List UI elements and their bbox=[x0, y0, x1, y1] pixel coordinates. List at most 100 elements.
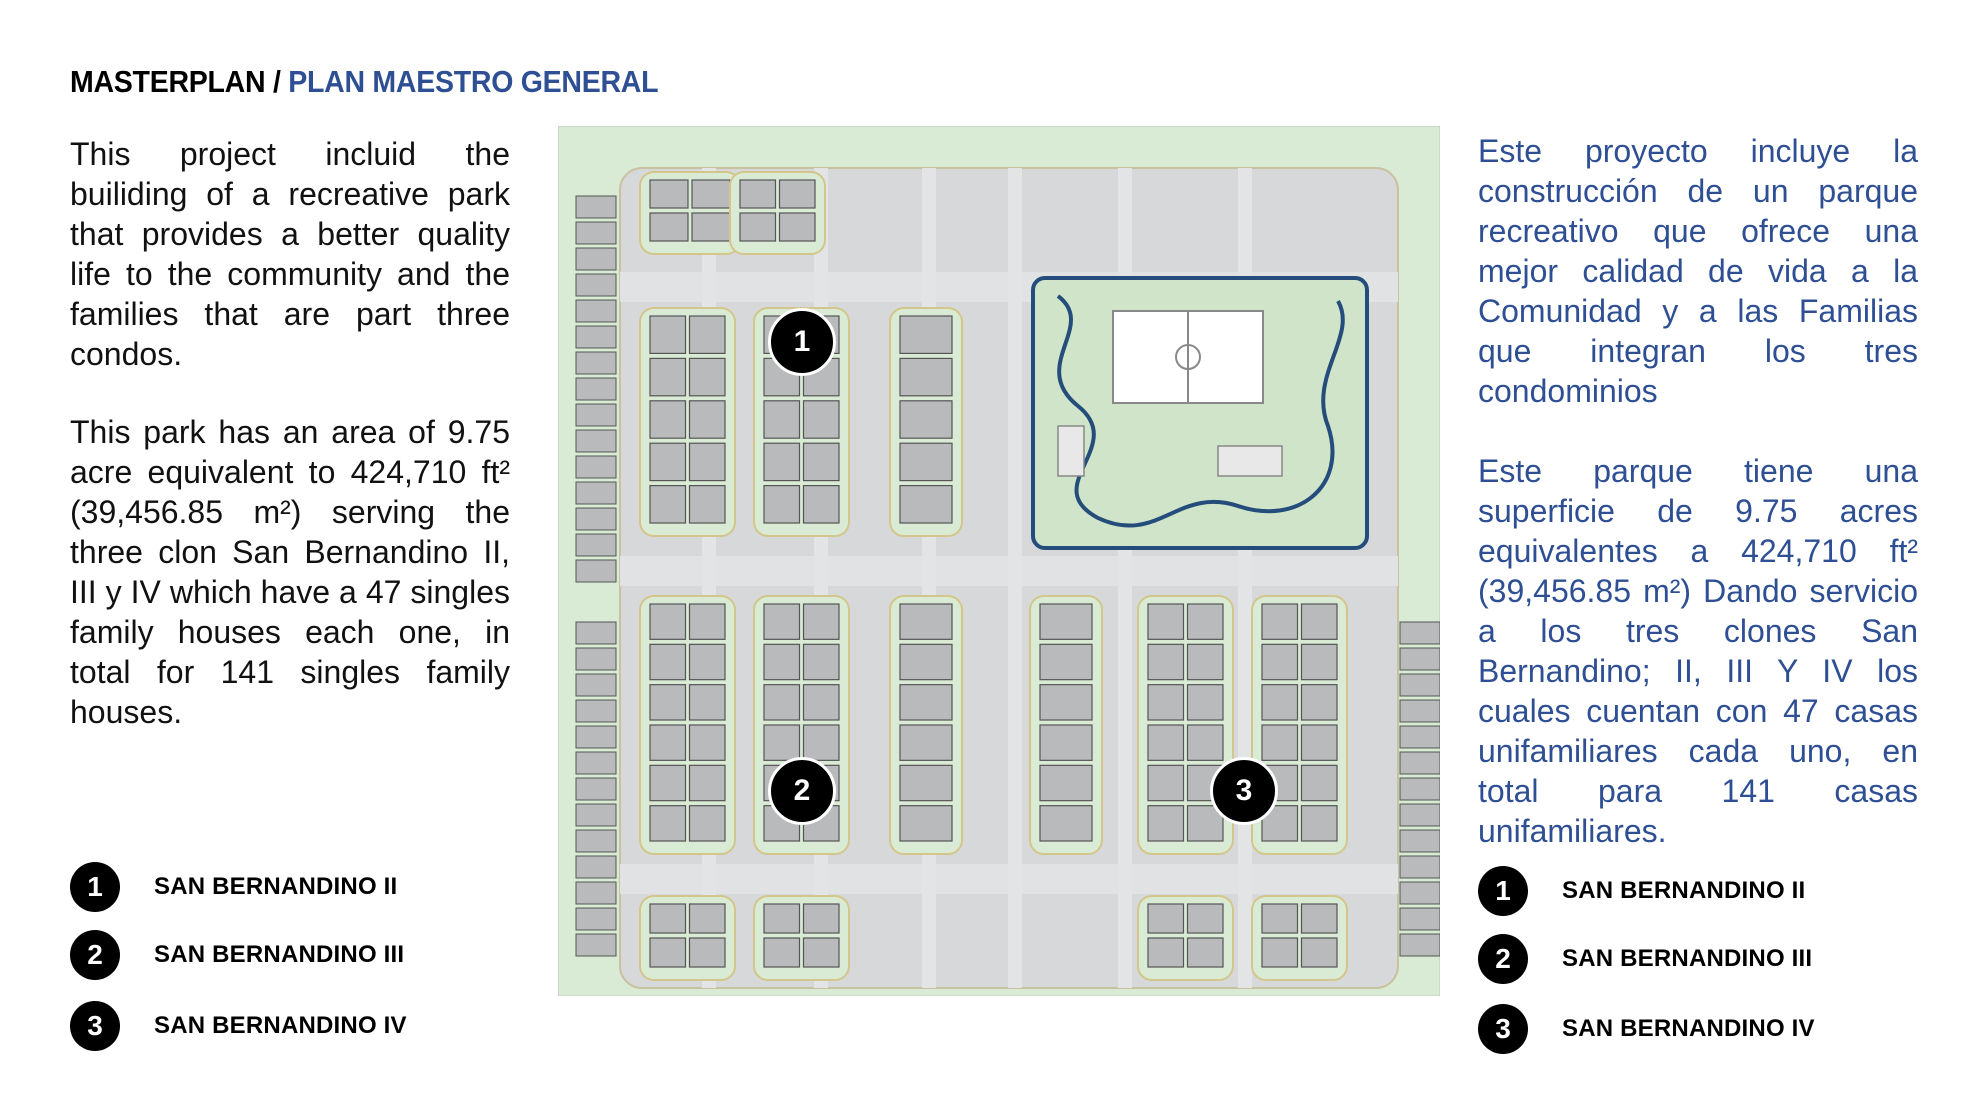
house-unit bbox=[688, 315, 726, 355]
house-unit bbox=[688, 400, 726, 439]
park-walkway bbox=[1056, 294, 1345, 528]
house-unit bbox=[763, 724, 801, 761]
house-unit bbox=[1399, 881, 1441, 905]
house-unit bbox=[1147, 903, 1185, 934]
house-unit bbox=[1147, 724, 1185, 761]
house-unit bbox=[575, 907, 617, 931]
legend-item: 3 SAN BERNANDINO IV bbox=[1478, 1004, 1815, 1054]
house-unit bbox=[649, 603, 687, 640]
house-unit bbox=[763, 937, 801, 968]
house-unit bbox=[802, 643, 840, 681]
title-prefix: MASTERPLAN / bbox=[70, 64, 281, 99]
house-unit bbox=[649, 805, 687, 842]
house-unit bbox=[1300, 937, 1338, 968]
house-unit bbox=[1186, 724, 1224, 761]
house-unit bbox=[1147, 684, 1185, 721]
house-unit bbox=[688, 937, 726, 968]
house-unit bbox=[688, 805, 726, 842]
number-badge: 3 bbox=[1478, 1004, 1528, 1054]
map-marker-1: 1 bbox=[768, 308, 836, 376]
page-title: MASTERPLAN / PLAN MAESTRO GENERAL bbox=[70, 64, 659, 100]
house-unit bbox=[649, 903, 687, 934]
english-paragraph-2: This park has an area of 9.75 acre equiv… bbox=[70, 414, 510, 730]
legend-label: SAN BERNANDINO IV bbox=[1562, 1015, 1815, 1042]
house-unit bbox=[691, 179, 731, 209]
house-unit bbox=[575, 299, 617, 323]
house-unit bbox=[802, 903, 840, 934]
vertical-road bbox=[922, 168, 936, 988]
house-unit bbox=[649, 442, 687, 482]
house-unit bbox=[575, 195, 617, 219]
house-unit bbox=[1261, 603, 1299, 640]
house-unit bbox=[575, 725, 617, 749]
house-unit bbox=[802, 485, 840, 524]
house-unit bbox=[763, 603, 801, 640]
house-unit bbox=[763, 903, 801, 934]
house-unit bbox=[802, 937, 840, 968]
house-unit bbox=[1039, 805, 1093, 842]
house-unit bbox=[688, 357, 726, 397]
number-badge: 1 bbox=[70, 862, 120, 912]
house-unit bbox=[688, 603, 726, 640]
house-unit bbox=[1039, 684, 1093, 721]
house-unit bbox=[575, 699, 617, 723]
house-unit bbox=[1039, 764, 1093, 802]
house-unit bbox=[649, 400, 687, 439]
house-unit bbox=[1039, 643, 1093, 681]
house-unit bbox=[575, 803, 617, 827]
house-unit bbox=[1300, 643, 1338, 681]
legend-label: SAN BERNANDINO II bbox=[1562, 877, 1806, 904]
house-unit bbox=[649, 937, 687, 968]
house-unit bbox=[1399, 673, 1441, 697]
house-unit bbox=[802, 684, 840, 721]
house-unit bbox=[691, 212, 731, 242]
house-unit bbox=[1261, 937, 1299, 968]
house-unit bbox=[1147, 937, 1185, 968]
legend-label: SAN BERNANDINO IV bbox=[154, 1012, 407, 1039]
house-unit bbox=[763, 643, 801, 681]
house-unit bbox=[649, 212, 689, 242]
english-paragraph-1: This project incluid the builiding of a … bbox=[70, 136, 510, 372]
house-unit bbox=[575, 933, 617, 957]
house-unit bbox=[899, 764, 953, 802]
house-unit bbox=[575, 673, 617, 697]
vertical-road bbox=[1008, 168, 1022, 988]
house-unit bbox=[575, 429, 617, 453]
house-unit bbox=[575, 559, 617, 583]
house-unit bbox=[1399, 777, 1441, 801]
legend-item: 1 SAN BERNANDINO II bbox=[1478, 866, 1805, 916]
house-unit bbox=[688, 643, 726, 681]
site-plan-svg bbox=[557, 125, 1441, 997]
house-unit bbox=[575, 647, 617, 671]
number-badge: 2 bbox=[70, 930, 120, 980]
house-unit bbox=[1039, 603, 1093, 640]
map-marker-2: 2 bbox=[768, 757, 836, 825]
legend-label: SAN BERNANDINO II bbox=[154, 873, 398, 900]
vertical-road bbox=[702, 168, 716, 988]
house-unit bbox=[575, 247, 617, 271]
house-unit bbox=[1261, 643, 1299, 681]
house-unit bbox=[802, 442, 840, 482]
house-unit bbox=[1399, 621, 1441, 645]
house-unit bbox=[802, 603, 840, 640]
house-unit bbox=[1147, 643, 1185, 681]
legend-item: 1 SAN BERNANDINO II bbox=[70, 862, 397, 912]
house-unit bbox=[1399, 803, 1441, 827]
house-unit bbox=[649, 764, 687, 802]
house-unit bbox=[739, 212, 777, 242]
house-unit bbox=[1147, 805, 1185, 842]
house-unit bbox=[575, 829, 617, 853]
house-unit bbox=[575, 273, 617, 297]
house-unit bbox=[1186, 684, 1224, 721]
house-unit bbox=[1300, 764, 1338, 802]
small-court bbox=[1057, 425, 1085, 477]
legend-label: SAN BERNANDINO III bbox=[1562, 945, 1813, 972]
house-unit bbox=[1300, 684, 1338, 721]
house-unit bbox=[899, 315, 953, 355]
house-unit bbox=[1399, 829, 1441, 853]
house-unit bbox=[1300, 724, 1338, 761]
number-badge: 2 bbox=[1478, 934, 1528, 984]
house-unit bbox=[778, 212, 816, 242]
title-highlight: PLAN MAESTRO GENERAL bbox=[288, 64, 659, 99]
house-unit bbox=[575, 377, 617, 401]
